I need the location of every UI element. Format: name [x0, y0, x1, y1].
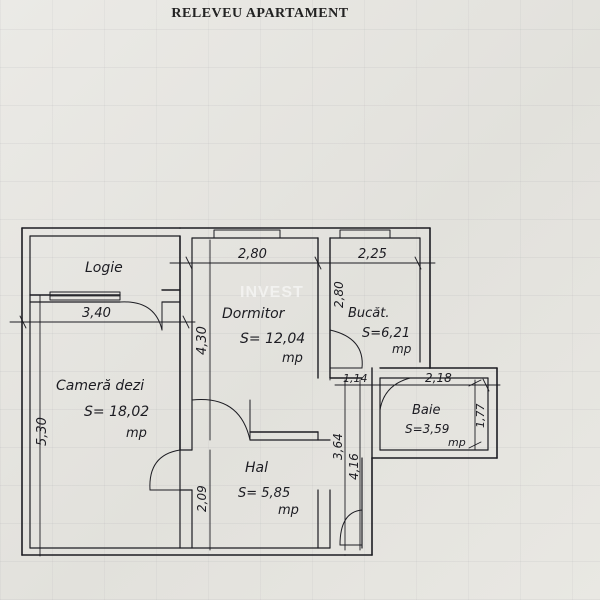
dim-4-30: 4,30 [195, 326, 210, 355]
room-camera-name: Cameră dezi [56, 378, 144, 394]
kitchen-bath-walls [329, 329, 489, 459]
dim-4-16: 4,16 [347, 453, 361, 480]
dim-3-64: 3,64 [331, 433, 345, 460]
room-bucatarie-area: S=6,21 [362, 326, 410, 341]
dim-2-25: 2,25 [358, 247, 387, 262]
room-camera-unit: mp [126, 426, 147, 441]
dim-3-40: 3,40 [82, 306, 111, 321]
watermark-text: INVEST [240, 284, 304, 301]
room-dormitor-name: Dormitor [222, 306, 286, 322]
room-baie-area: S=3,59 [405, 422, 449, 436]
room-baie-unit: mp [448, 436, 466, 449]
page-title: RELEVEU APARTAMENT [171, 6, 349, 21]
logie-walls [29, 289, 181, 331]
room-hal-name: Hal [245, 460, 268, 476]
dim-2-80-vertical: 2,80 [332, 281, 346, 308]
room-dormitor-unit: mp [282, 351, 303, 366]
dim-2-18: 2,18 [425, 371, 452, 385]
room-bucatarie-unit: mp [392, 342, 412, 356]
dimension-lines [9, 239, 501, 557]
room-camera-area: S= 18,02 [84, 404, 149, 420]
room-hal-unit: mp [278, 503, 299, 518]
room-hal-area: S= 5,85 [238, 486, 290, 501]
dim-1-77: 1,77 [474, 404, 487, 429]
room-dormitor-area: S= 12,04 [240, 331, 305, 347]
dim-5-30: 5,30 [35, 417, 50, 446]
dim-1-14: 1,14 [343, 372, 368, 385]
dim-2-09: 2,09 [195, 485, 209, 512]
room-baie-name: Baie [412, 403, 441, 418]
hall-walls [149, 449, 363, 549]
room-bucatarie-name: Bucăt. [348, 306, 390, 321]
dim-2-80-horizontal: 2,80 [238, 247, 267, 262]
room-logie-name: Logie [85, 260, 123, 276]
